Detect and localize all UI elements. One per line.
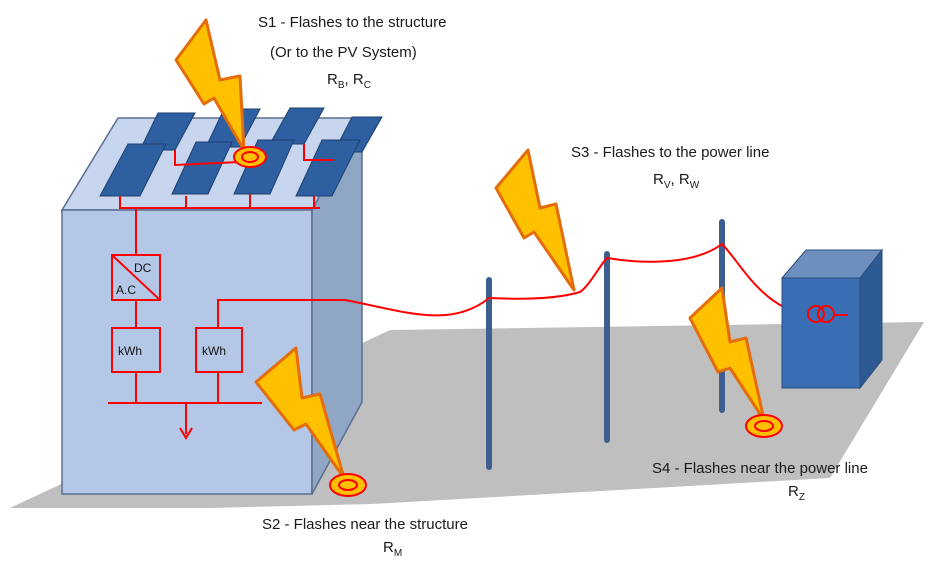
pv-panel	[99, 143, 167, 197]
lightning-bolt-s3-icon	[494, 148, 576, 292]
strike-ring-s1-icon	[233, 146, 267, 168]
s3-risk-symbols: RV, RW	[653, 171, 700, 192]
inverter-box: DC A.C	[111, 254, 161, 301]
lightning-bolt-s2-icon	[254, 346, 346, 480]
meter-left-label: kWh	[118, 344, 142, 358]
lightning-bolt-s4-icon	[688, 286, 766, 422]
s3-title: S3 - Flashes to the power line	[571, 144, 770, 161]
s2-title: S2 - Flashes near the structure	[262, 516, 468, 533]
meter-left: kWh	[111, 327, 161, 373]
meter-right: kWh	[195, 327, 243, 373]
inverter-dc-label: DC	[134, 261, 152, 275]
s4-title: S4 - Flashes near the power line	[652, 460, 868, 477]
transformer-cabinet	[780, 248, 884, 390]
s1-subtitle: (Or to the PV System)	[270, 44, 417, 61]
pv-panel	[233, 139, 295, 195]
meter-right-label: kWh	[202, 344, 226, 358]
strike-ring-s4-icon	[745, 414, 783, 438]
pv-panel	[171, 141, 233, 195]
s1-title: S1 - Flashes to the structure	[258, 14, 447, 31]
pv-panels	[99, 107, 383, 197]
s1-risk-symbols: RB, RC	[327, 71, 371, 92]
strike-points	[233, 146, 783, 497]
pv-panel	[295, 139, 361, 197]
s4-risk-symbol: RZ	[788, 483, 805, 504]
dc-wiring	[108, 144, 334, 440]
transformer-coil-icon	[807, 305, 825, 323]
lightning-bolts	[174, 18, 766, 480]
strike-ring-s2-icon	[329, 473, 367, 497]
s2-risk-symbol: RM	[383, 539, 403, 560]
inverter-ac-label: A.C	[116, 283, 136, 297]
lightning-bolt-s1-icon	[174, 18, 246, 152]
power-line	[217, 242, 836, 328]
building-front	[61, 209, 313, 495]
